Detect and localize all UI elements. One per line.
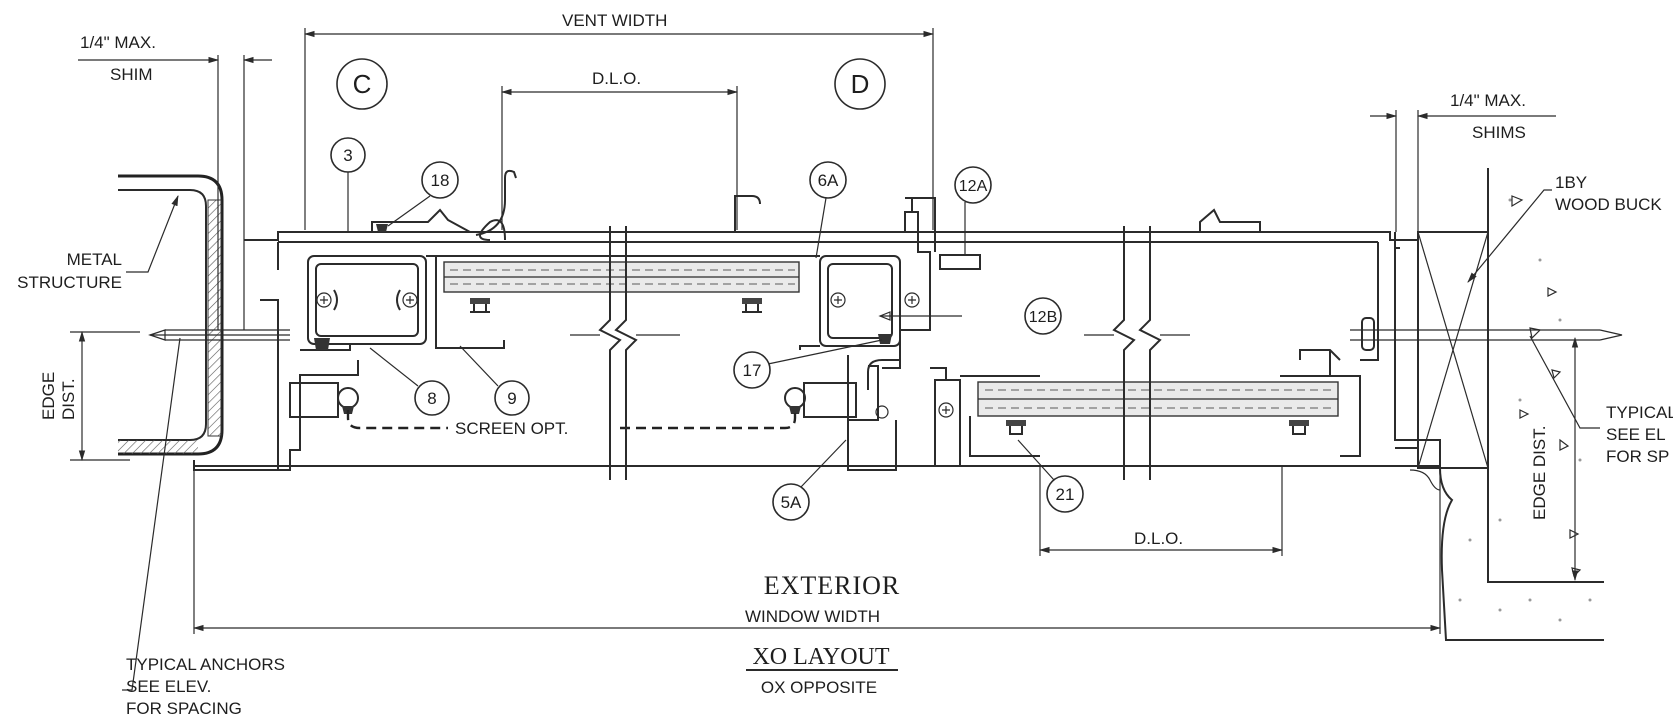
fixed-panel	[193, 208, 1441, 480]
shim-left-value: 1/4" MAX.	[80, 33, 156, 52]
shim-left-label: SHIM	[110, 65, 153, 84]
callout-18-label: 18	[431, 171, 450, 190]
vent-sash	[193, 169, 1400, 471]
callout-5a: 5A	[772, 439, 847, 521]
shim-dimension-left: 1/4" MAX. SHIM	[78, 33, 272, 84]
callout-18: 18	[387, 161, 459, 227]
dlo-dimension-upper: D.L.O.	[500, 69, 739, 230]
shim-right-value: 1/4" MAX.	[1450, 91, 1526, 110]
wood-buck	[1395, 231, 1489, 469]
note-metal-structure: METAL STRUCTURE	[17, 194, 179, 292]
anchors-right-label-1: TYPICAL	[1606, 403, 1673, 422]
callout-21-label: 21	[1056, 485, 1075, 504]
callout-5a-label: 5A	[781, 493, 802, 512]
screen-option: SCREEN OPT.	[289, 382, 857, 438]
masonry-wall	[1409, 168, 1604, 641]
anchors-left-label-2: SEE ELEV.	[126, 677, 211, 696]
anchors-left-label-3: FOR SPACING	[126, 699, 242, 718]
callout-21: 21	[1017, 439, 1084, 513]
section-marker-d: D	[834, 58, 886, 110]
window-width-dimension: WINDOW WIDTH	[192, 470, 1442, 634]
section-marker-c: C	[336, 58, 388, 110]
vent-width-label: VENT WIDTH	[562, 11, 667, 30]
right-anchor	[1350, 317, 1623, 351]
callout-17: 17	[733, 339, 883, 389]
edge-dist-right-label: EDGE DIST.	[1530, 426, 1549, 520]
layout-title: XO LAYOUT	[752, 644, 889, 670]
title-block: EXTERIOR XO LAYOUT OX OPPOSITE	[746, 571, 901, 697]
anchors-right-label-3: FOR SP	[1606, 447, 1669, 466]
anchors-left-label-1: TYPICAL ANCHORS	[126, 655, 285, 674]
metal-structure-label-1: METAL	[67, 250, 122, 269]
screen-opt-label: SCREEN OPT.	[455, 419, 568, 438]
layout-subtitle: OX OPPOSITE	[761, 678, 877, 697]
edge-dist-right: EDGE DIST.	[1530, 336, 1579, 582]
callout-12a: 12A	[939, 166, 992, 270]
wood-buck-label-2: WOOD BUCK	[1555, 195, 1662, 214]
note-wood-buck: 1BY WOOD BUCK	[1467, 173, 1662, 283]
dlo-upper-label: D.L.O.	[592, 69, 641, 88]
screw-12b	[878, 311, 962, 321]
dlo-lower-label: D.L.O.	[1134, 529, 1183, 548]
callout-6a-label: 6A	[818, 171, 839, 190]
section-marker-d-label: D	[851, 69, 870, 99]
dlo-dimension-lower: D.L.O.	[1038, 466, 1284, 556]
callout-17-label: 17	[743, 361, 762, 380]
callout-3: 3	[330, 137, 366, 232]
exterior-label: EXTERIOR	[764, 571, 901, 600]
callout-9-label: 9	[507, 389, 516, 408]
edge-dist-left-label-1: EDGE	[39, 372, 58, 420]
callout-3-label: 3	[343, 146, 352, 165]
note-anchors-left: TYPICAL ANCHORS SEE ELEV. FOR SPACING	[122, 337, 285, 718]
vent-width-dimension: VENT WIDTH	[303, 11, 935, 230]
wood-buck-label-1: 1BY	[1555, 173, 1587, 192]
edge-dist-left-label-2: DIST.	[59, 378, 78, 420]
edge-dist-left: EDGE DIST.	[39, 330, 140, 462]
callout-6a: 6A	[809, 161, 847, 259]
callout-9: 9	[459, 345, 530, 416]
metal-structure-label-2: STRUCTURE	[17, 273, 122, 292]
anchors-right-label-2: SEE EL	[1606, 425, 1666, 444]
metal-structure	[118, 174, 224, 456]
callout-12b-label: 12B	[1029, 309, 1057, 326]
callout-12b: 12B	[1024, 297, 1062, 335]
window-width-label: WINDOW WIDTH	[745, 607, 880, 626]
left-anchor	[148, 55, 290, 341]
shim-right-label: SHIMS	[1472, 123, 1526, 142]
note-anchors-right: TYPICAL SEE EL FOR SP	[1529, 335, 1673, 466]
shim-dimension-right: 1/4" MAX. SHIMS	[1370, 91, 1556, 232]
section-marker-c-label: C	[353, 69, 372, 99]
callout-12a-label: 12A	[959, 178, 988, 195]
callout-8: 8	[369, 347, 450, 416]
callout-8-label: 8	[427, 389, 436, 408]
